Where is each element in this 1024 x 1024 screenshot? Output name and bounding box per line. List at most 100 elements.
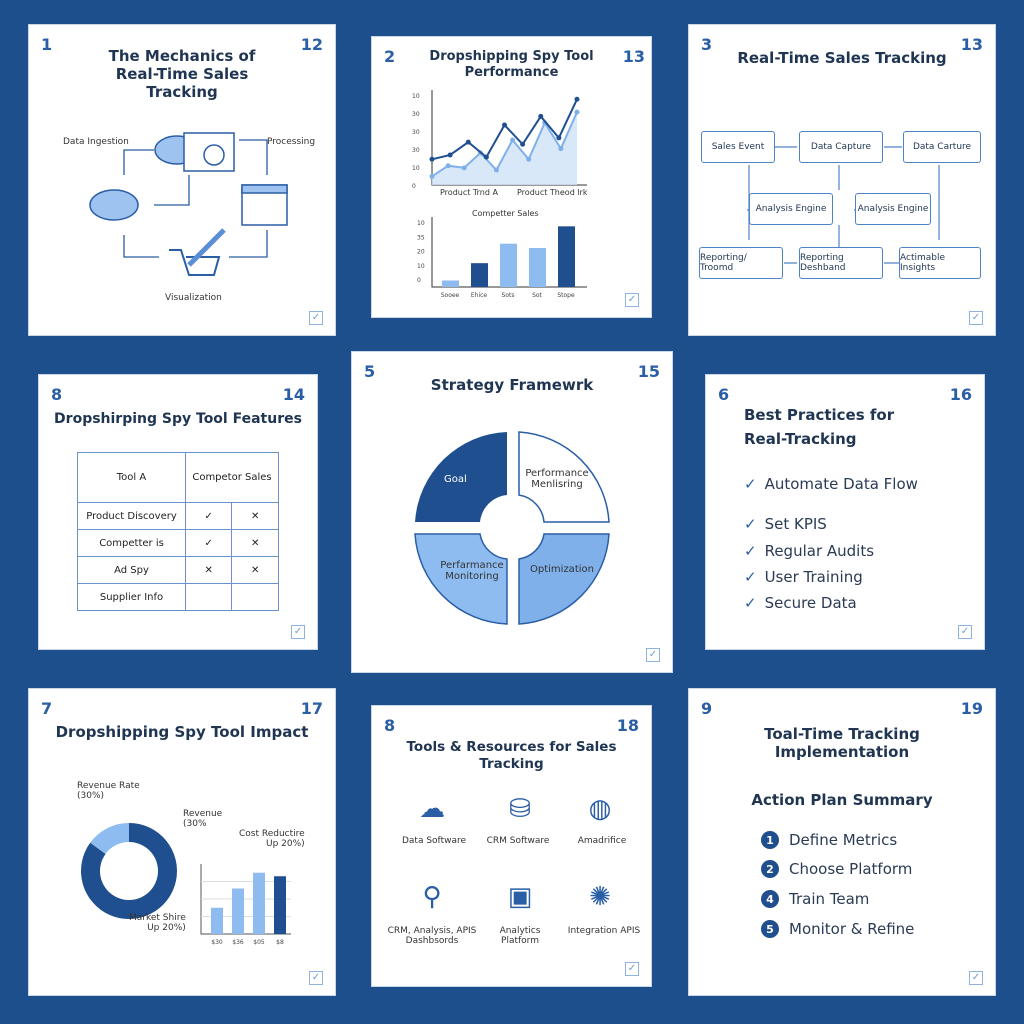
table-row: Supplier Info — [77, 583, 279, 611]
label-pct: Up 20%) — [147, 923, 186, 933]
y-tick-label: 30 — [412, 111, 420, 118]
cart-growth-icon — [169, 228, 226, 276]
data-point — [558, 146, 564, 152]
flow-box[interactable]: Data Carture — [903, 131, 981, 163]
flow-box[interactable]: Data Capture — [799, 131, 883, 163]
checkbox-icon[interactable]: ✓ — [309, 311, 323, 325]
data-point — [493, 167, 499, 173]
slide-card-7[interactable]: 7 17 Dropshipping Spy Tool Impact $30$36… — [28, 688, 336, 996]
pipeline-diagram — [89, 132, 288, 276]
flow-box[interactable]: Analysis Engine — [855, 193, 931, 225]
cell: Product Discovery — [77, 502, 186, 530]
page-number: 16 — [949, 385, 972, 404]
checkbox-icon[interactable]: ✓ — [969, 311, 983, 325]
bar — [500, 243, 517, 287]
slide-subtitle: Action Plan Summary — [751, 791, 933, 809]
check-icon: ✓ — [744, 542, 757, 560]
slide-title: Strategy Framewrk — [430, 376, 594, 394]
step-label: Monitor & Refine — [789, 920, 915, 938]
header-cell: Tool A — [77, 452, 186, 503]
check-icon: ✓ — [744, 475, 757, 493]
flow-connectors — [747, 146, 940, 264]
donut-slice — [81, 822, 177, 919]
globe-icon: ◍ — [588, 794, 612, 824]
slide-title: Real-Time Sales Tracking — [737, 49, 947, 67]
step-badge: 5 — [761, 920, 779, 938]
x-tick-label: Sots — [502, 292, 515, 299]
x-tick-label: $05 — [253, 939, 265, 946]
slide-card-6[interactable]: 6 16 Best Practices for Real-Tracking ✓A… — [705, 374, 985, 650]
checkbox-icon[interactable]: ✓ — [625, 962, 639, 976]
label-pct: (30% — [183, 819, 207, 829]
checkbox-icon[interactable]: ✓ — [291, 625, 305, 639]
y-tick-label: 10 — [412, 93, 420, 100]
page-number: 15 — [637, 362, 660, 381]
slide-number: 5 — [364, 362, 376, 381]
flow-box[interactable]: Analysis Engine — [749, 193, 833, 225]
tool-label: CRM Software — [486, 836, 550, 846]
segment-optimization — [518, 533, 610, 625]
label-visualization: Visualization — [165, 293, 222, 303]
data-point — [510, 137, 516, 143]
slide-card-1[interactable]: 1 12 The Mechanics of Real-Time Sales Tr… — [28, 24, 336, 336]
tool-label: Integration APIS — [567, 926, 641, 936]
y-tick-label: 0 — [417, 277, 421, 284]
y-tick-label: 35 — [417, 234, 425, 241]
step-badge: 1 — [761, 831, 779, 849]
x-tick-label: $8 — [276, 939, 284, 946]
analytics-icon: ▣ — [507, 882, 533, 912]
label-text: Revenue Rate — [77, 781, 140, 791]
table-row: Ad Spy✕✕ — [77, 556, 279, 584]
cell: Ad Spy — [77, 556, 186, 584]
series-line — [431, 111, 578, 178]
x-label-b: Product Theod lrk — [517, 188, 588, 197]
page-number: 17 — [300, 699, 323, 718]
x-tick-label: $30 — [211, 939, 223, 946]
slide-title: Best Practices for Real-Tracking — [744, 406, 895, 448]
bar-chart-title: Competter Sales — [472, 209, 539, 218]
check-icon: ✓ — [744, 594, 757, 612]
segment-label: Goal — [444, 474, 467, 485]
slide-number: 6 — [718, 385, 730, 404]
checkbox-icon[interactable]: ✓ — [969, 971, 983, 985]
data-point — [520, 141, 526, 147]
flow-box[interactable]: Reporting/ Troomd — [699, 247, 783, 279]
item-label: Regular Audits — [764, 542, 875, 560]
page-number: 14 — [282, 385, 305, 404]
data-point — [447, 152, 453, 158]
label-revenue-rate: Revenue Rate(30%) — [77, 781, 140, 801]
flow-box[interactable]: Sales Event — [701, 131, 775, 163]
flow-box[interactable]: Actimable Insights — [899, 247, 981, 279]
bar — [232, 888, 244, 934]
list-item: ✓Automate Data Flow — [744, 475, 918, 493]
slide-card-2[interactable]: 2 13 Dropshipping Spy Tool Performance 0… — [371, 36, 652, 318]
list-item: ✓Secure Data — [744, 594, 857, 612]
checkbox-icon[interactable]: ✓ — [958, 625, 972, 639]
checkbox-icon[interactable]: ✓ — [646, 648, 660, 662]
flow-box[interactable]: Reporting Deshband — [799, 247, 883, 279]
slide-card-9[interactable]: 9 19 Toal-Time Tracking Implementation A… — [688, 688, 996, 996]
checkbox-icon[interactable]: ✓ — [625, 293, 639, 307]
slide-card-3[interactable]: 3 13 Real-Time Sales Tracking Sales Even… — [688, 24, 996, 336]
cell: ✕ — [231, 502, 279, 530]
cell: Supplier Info — [77, 583, 186, 611]
y-tick-label: 30 — [412, 147, 420, 154]
data-point — [429, 173, 435, 179]
segment-label: Optimization — [530, 564, 594, 575]
checkbox-icon[interactable]: ✓ — [309, 971, 323, 985]
slide-card-4[interactable]: 8 14 Dropshirping Spy Tool Features Tool… — [38, 374, 318, 650]
y-tick-label: 20 — [417, 249, 425, 256]
segment-label: Perfarmance Monitoring — [440, 560, 504, 582]
slide-card-8[interactable]: 8 18 Tools & Resources for Sales Trackin… — [371, 705, 652, 987]
y-tick-label: 10 — [412, 165, 420, 172]
slide-title: Tools & Resources for Sales Tracking — [406, 739, 617, 772]
slide-card-5[interactable]: 5 15 Strategy Framewrk Goal Performance … — [351, 351, 673, 673]
data-point — [556, 135, 562, 141]
x-tick-label: Sooee — [441, 292, 460, 299]
segment-performance — [518, 431, 610, 523]
